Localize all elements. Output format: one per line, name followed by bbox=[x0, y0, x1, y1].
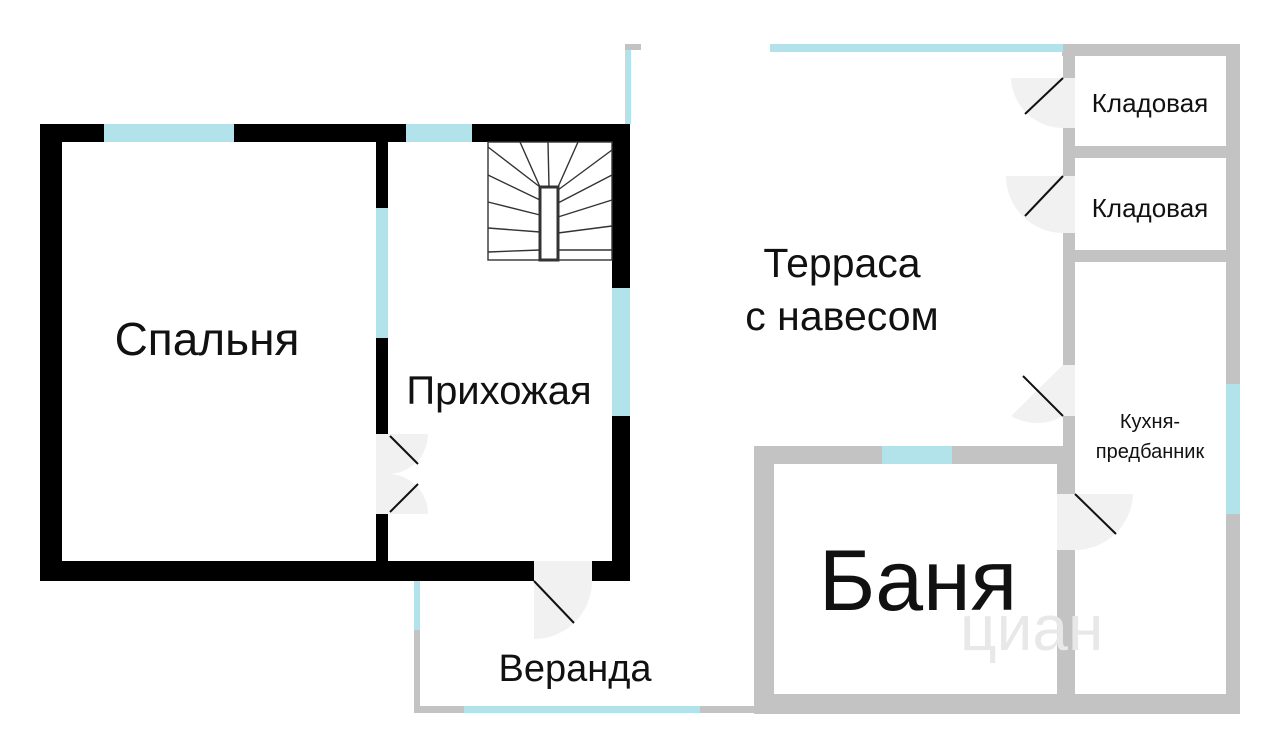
bedroom-label: Спальня bbox=[115, 313, 300, 365]
storage-1-label: Кладовая bbox=[1092, 88, 1208, 118]
house-walls bbox=[40, 124, 630, 581]
kitchen-label-line2: предбанник bbox=[1096, 441, 1205, 463]
stair-well bbox=[538, 185, 560, 262]
storage-left-wall-3 bbox=[1063, 233, 1075, 365]
storage-divider-1 bbox=[1063, 146, 1240, 158]
stair-outline bbox=[487, 141, 613, 261]
veranda-left-window bbox=[414, 580, 420, 630]
house-top-wall-1 bbox=[40, 124, 104, 142]
house-right-wall-bottom bbox=[612, 416, 630, 581]
entrance-door bbox=[533, 561, 592, 639]
bathhouse-label: Баня bbox=[819, 533, 1017, 629]
hallway-right-window bbox=[612, 288, 630, 416]
bathhouse-top-wall-right bbox=[952, 446, 1070, 464]
bathhouse-top-wall-left bbox=[754, 446, 882, 464]
terrace-top-left-stub bbox=[625, 44, 641, 50]
terrace-top-window bbox=[770, 44, 1063, 52]
terrace-left-window bbox=[625, 50, 631, 124]
kitchen-label-line1: Кухня- bbox=[1120, 411, 1180, 433]
outbuilding-bottom-wall bbox=[754, 694, 1240, 714]
outbuilding-walls bbox=[414, 44, 1240, 714]
partition-middle bbox=[376, 338, 388, 434]
house-right-wall-top bbox=[612, 124, 630, 288]
outbuilding-right-wall bbox=[1226, 44, 1240, 714]
veranda-bottom-wall-left bbox=[414, 706, 464, 713]
windows bbox=[104, 44, 1240, 713]
doors bbox=[376, 77, 1133, 639]
watermark: циан bbox=[960, 592, 1103, 664]
hallway-top-window bbox=[406, 124, 472, 142]
terrace-label-line2: с навесом bbox=[745, 293, 938, 339]
terrace-top-right-wall bbox=[1062, 44, 1240, 56]
bathhouse-right-wall-bottom bbox=[1057, 550, 1075, 714]
house-bottom-wall-left bbox=[40, 561, 534, 581]
partition-window bbox=[376, 208, 388, 338]
veranda-left-wall bbox=[414, 630, 420, 713]
room-labels: Спальня Прихожая Веранда Терраса с навес… bbox=[115, 88, 1209, 690]
storage-divider-2 bbox=[1063, 250, 1240, 262]
storage-2-door bbox=[1006, 175, 1075, 233]
kitchen-window bbox=[1226, 384, 1240, 514]
veranda-label: Веранда bbox=[498, 648, 652, 690]
staircase bbox=[487, 141, 613, 262]
house-bottom-wall-right bbox=[592, 561, 630, 581]
partition-top bbox=[376, 124, 388, 208]
partition-bottom bbox=[376, 514, 388, 581]
storage-left-wall-1 bbox=[1063, 44, 1075, 78]
bathhouse-left-wall bbox=[754, 446, 774, 714]
bathhouse-right-wall-top bbox=[1057, 446, 1075, 494]
bedroom-left-wall bbox=[40, 124, 62, 581]
terrace-label-line1: Терраса bbox=[763, 240, 920, 286]
veranda-bottom-window bbox=[464, 706, 700, 713]
house-top-wall-3 bbox=[472, 124, 630, 142]
double-door-bedroom bbox=[376, 434, 428, 514]
storage-1-door bbox=[1011, 77, 1075, 129]
hallway-label: Прихожая bbox=[406, 369, 591, 413]
kitchen-door bbox=[1011, 365, 1075, 423]
bathhouse-window bbox=[882, 446, 952, 464]
bedroom-window bbox=[104, 124, 234, 142]
house-top-wall-2 bbox=[234, 124, 406, 142]
bathhouse-door bbox=[1057, 493, 1133, 551]
storage-2-label: Кладовая bbox=[1092, 193, 1208, 223]
veranda-bottom-wall-right bbox=[700, 706, 756, 713]
